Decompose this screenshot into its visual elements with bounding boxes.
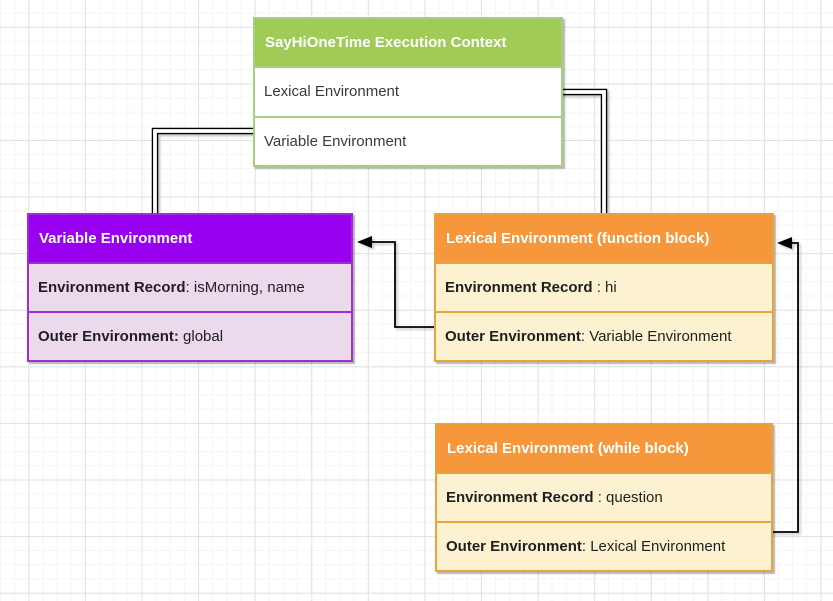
connector-lexical-while-outer-to-lexical-function[interactable] (770, 237, 799, 533)
row-value: : question (593, 489, 663, 506)
node-lexical-environment-function[interactable]: Lexical Environment (function block) Env… (434, 213, 774, 362)
node-lexical-environment-while[interactable]: Lexical Environment (while block) Enviro… (435, 423, 773, 572)
node-lexical-environment-while-row-outer: Outer Environment: Lexical Environment (437, 521, 771, 570)
row-text: Lexical Environment (264, 83, 400, 101)
node-variable-environment-row-record: Environment Record: isMorning, name (29, 262, 351, 311)
node-lexical-environment-function-title: Lexical Environment (function block) (436, 215, 772, 262)
row-label: Outer Environment (446, 538, 582, 555)
node-lexical-environment-while-row-record: Environment Record : question (437, 472, 771, 521)
row-label: Environment Record (38, 279, 186, 296)
row-value: global (178, 328, 224, 345)
row-label: Environment Record (445, 279, 593, 296)
node-execution-context[interactable]: SayHiOneTime Execution Context Lexical E… (253, 17, 563, 167)
node-variable-environment-title: Variable Environment (29, 215, 351, 262)
arrowhead-left-icon (357, 236, 372, 248)
row-value: : Variable Environment (580, 328, 732, 345)
connector-lexical-function-outer-to-variable-environment[interactable] (357, 236, 437, 328)
node-execution-context-row-variable: Variable Environment (255, 115, 561, 165)
row-text: Variable Environment (264, 132, 407, 150)
node-lexical-environment-function-row-record: Environment Record : hi (436, 262, 772, 311)
row-label: Outer Environment: (38, 328, 179, 345)
node-execution-context-row-lexical: Lexical Environment (255, 66, 561, 116)
connector-execution-context-to-variable-environment[interactable] (151, 127, 256, 216)
row-label: Environment Record (446, 489, 594, 506)
node-execution-context-title: SayHiOneTime Execution Context (255, 19, 561, 66)
node-lexical-environment-function-row-outer: Outer Environment: Variable Environment (436, 311, 772, 360)
arrowhead-left-icon (777, 237, 792, 249)
row-value: : isMorning, name (185, 279, 305, 296)
connector-execution-context-to-lexical-environment-function[interactable] (560, 88, 608, 216)
node-lexical-environment-while-title: Lexical Environment (while block) (437, 425, 771, 472)
row-label: Outer Environment (445, 328, 581, 345)
node-variable-environment-row-outer: Outer Environment: global (29, 311, 351, 360)
row-value: : Lexical Environment (581, 538, 726, 555)
node-variable-environment[interactable]: Variable Environment Environment Record:… (27, 213, 353, 362)
row-value: : hi (592, 279, 617, 296)
